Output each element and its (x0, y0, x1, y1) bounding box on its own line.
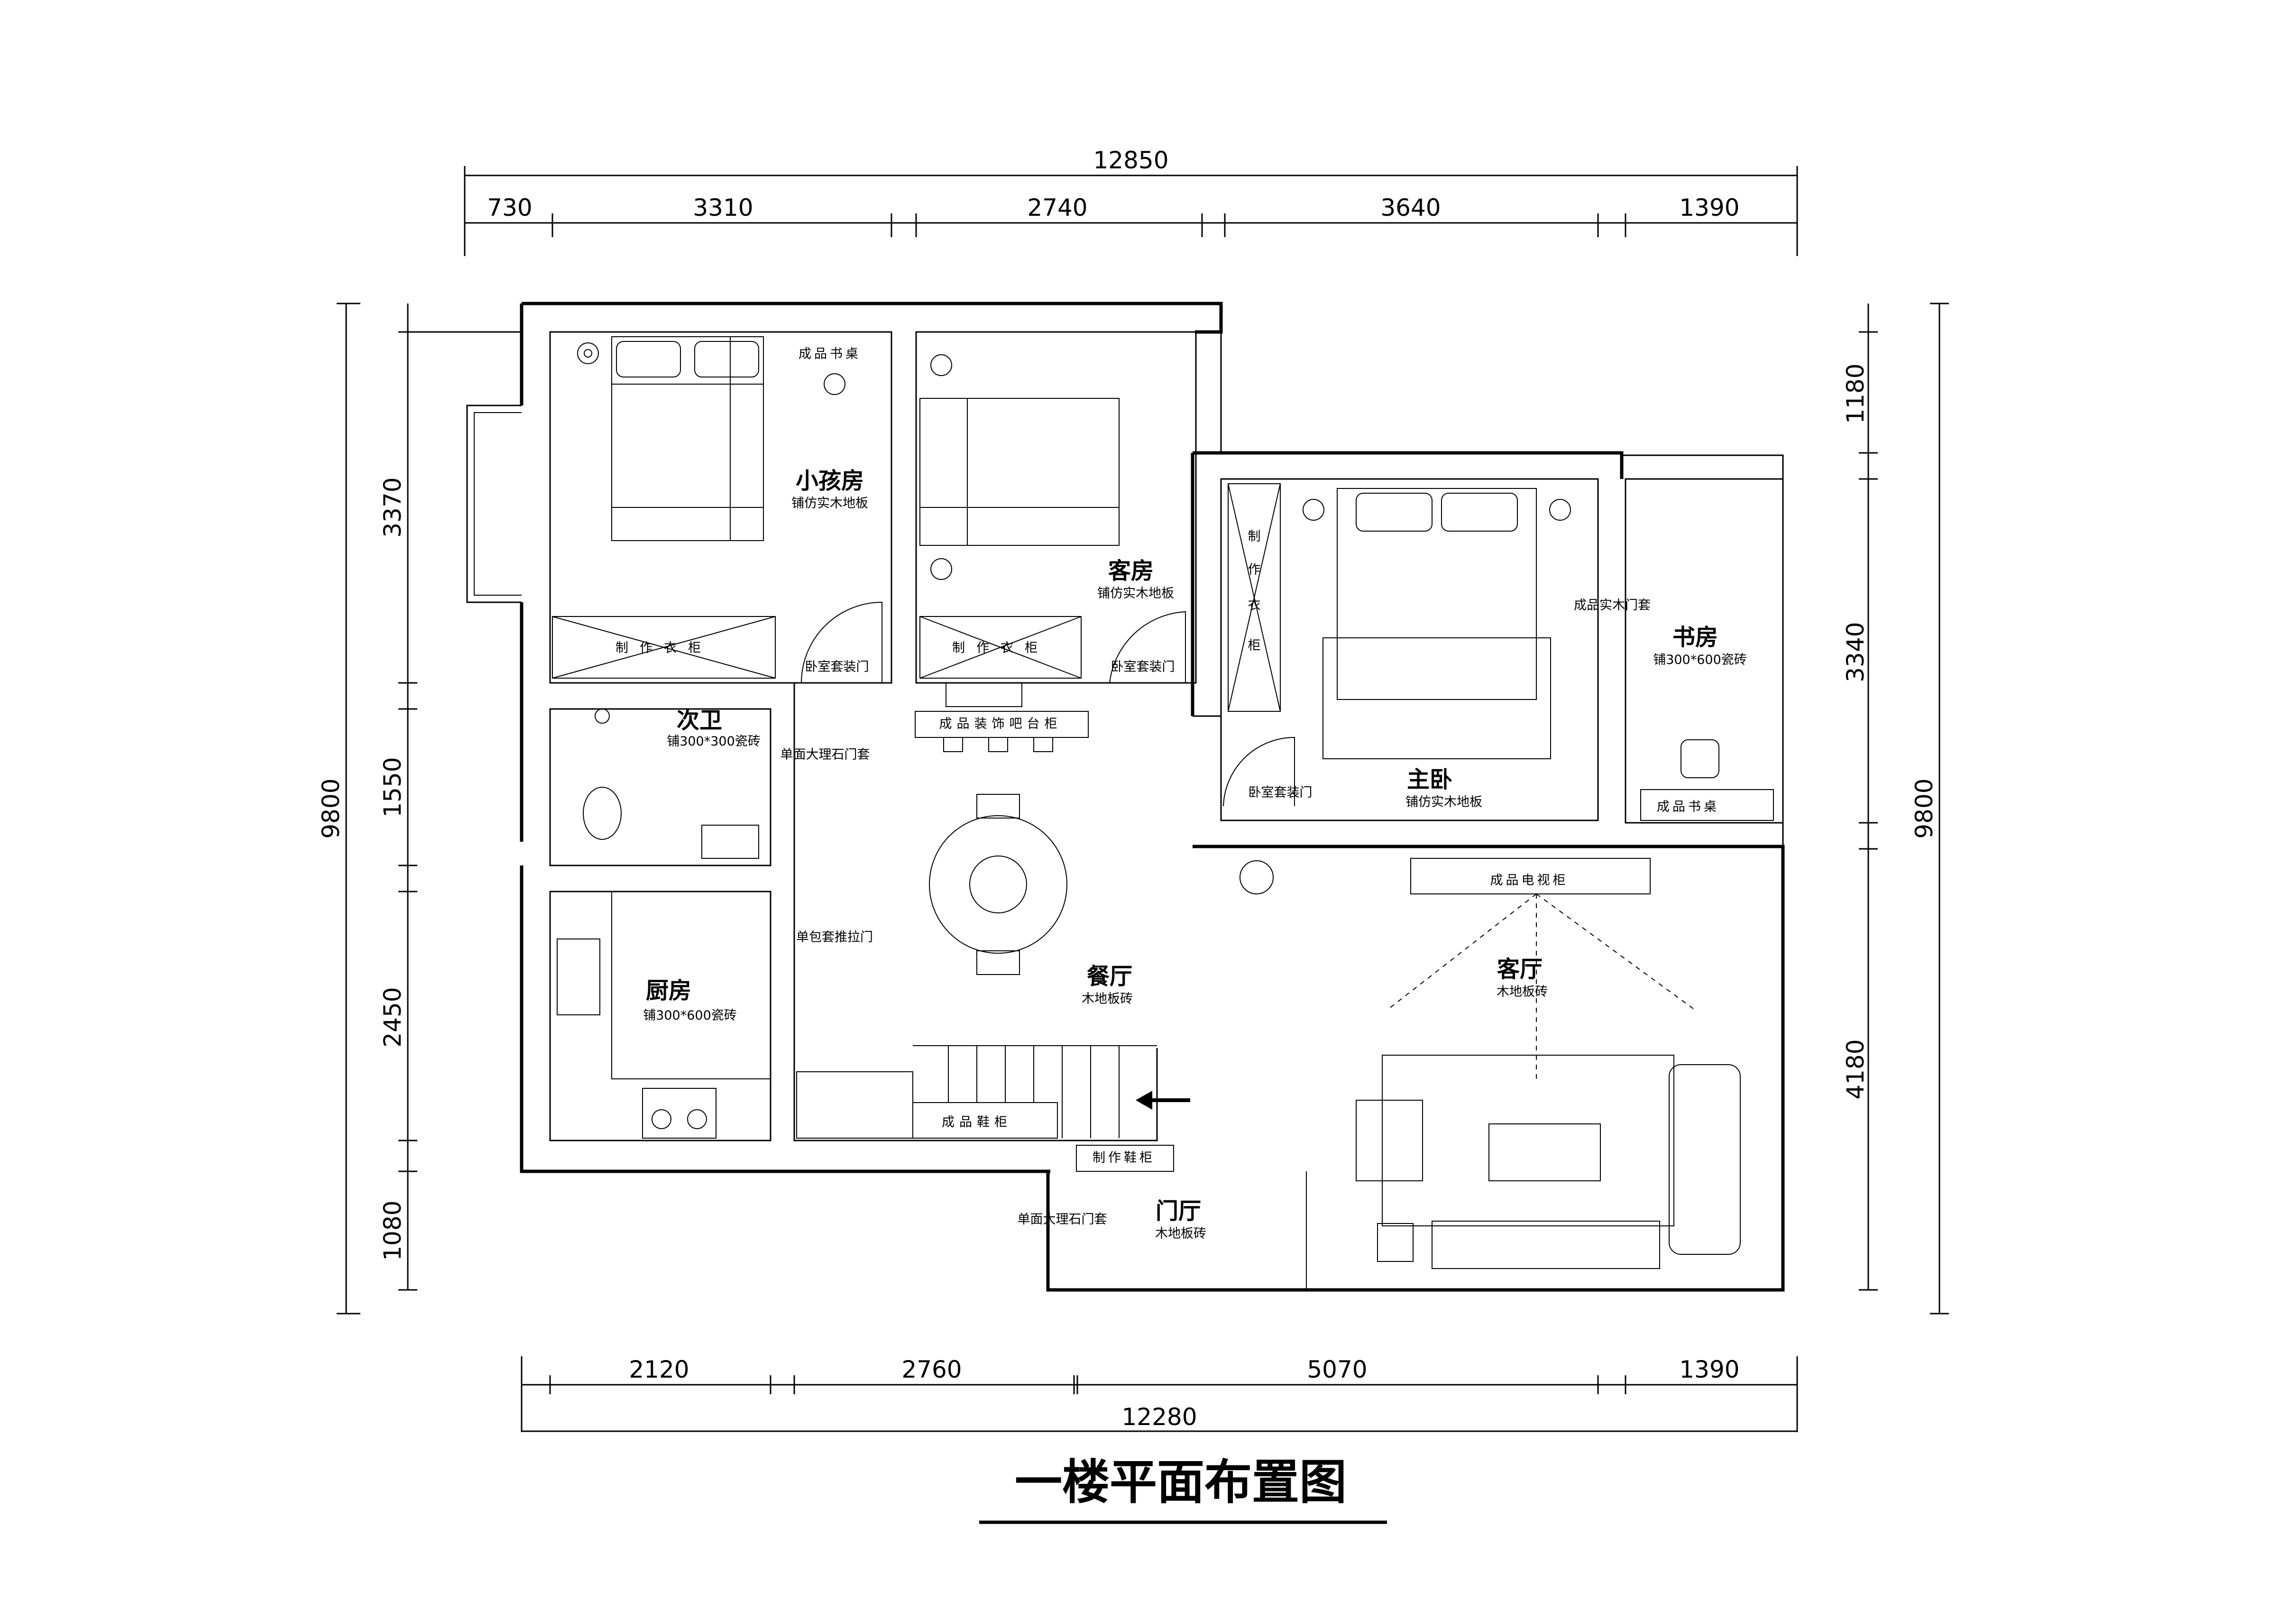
dim-top-seg: 730 (487, 194, 532, 221)
floor-note-child: 铺仿实木地板 (791, 496, 868, 511)
dim-top-seg: 2740 (1027, 194, 1087, 221)
note-door-guest: 卧室套装门 (1111, 660, 1175, 674)
dim-left-seg: 2450 (379, 987, 406, 1047)
floor-note-guest: 铺仿实木地板 (1097, 586, 1174, 601)
room-label-foyer: 门厅 (1156, 1198, 1201, 1224)
note-desk-child: 成品书桌 (799, 347, 861, 361)
dim-top-seg: 1390 (1679, 194, 1739, 221)
floor-note-dining: 木地板砖 (1082, 992, 1133, 1006)
room-label-study: 书房 (1672, 624, 1718, 651)
floor-note-bath: 铺300*300瓷砖 (667, 734, 761, 749)
note-tv-cabinet: 成品电视柜 (1490, 873, 1569, 888)
note-door-study: 成品实木门套 (1574, 598, 1651, 613)
note-sliding-door: 单包套推拉门 (796, 930, 873, 945)
room-label-master: 主卧 (1407, 766, 1452, 793)
dim-right-total: 9800 (1910, 778, 1938, 838)
room-label-kitchen: 厨房 (646, 977, 691, 1004)
note-door-child: 卧室套装门 (805, 660, 869, 674)
room-label-dining: 餐厅 (1087, 963, 1132, 990)
dim-bottom-seg: 1390 (1679, 1356, 1739, 1383)
floor-note-kitchen: 铺300*600瓷砖 (643, 1008, 737, 1023)
dim-right-seg: 4180 (1842, 1039, 1869, 1099)
dim-bottom-total: 12280 (1121, 1403, 1197, 1431)
note-wardrobe-guest: 制作衣柜 (952, 641, 1049, 655)
dim-left-seg: 1550 (379, 757, 406, 817)
dim-top-seg: 3310 (693, 194, 753, 221)
note-wardrobe-master-char: 柜 (1248, 638, 1261, 653)
note-made-cabinet: 制作鞋柜 (1093, 1150, 1155, 1165)
dimension-lines (337, 166, 1949, 1432)
note-wardrobe-master-char: 制 (1248, 529, 1261, 544)
dim-right-seg: 1180 (1842, 363, 1869, 423)
note-shoe-cabinet: 成品鞋柜 (942, 1115, 1012, 1130)
dim-bottom-seg: 2120 (629, 1356, 689, 1383)
dim-right-seg: 3340 (1842, 622, 1869, 682)
dim-top-total: 12850 (1093, 147, 1168, 174)
note-bar-cabinet: 成品装饰吧台柜 (939, 717, 1062, 731)
note-wardrobe-master-char: 衣 (1248, 598, 1261, 613)
floor-note-master: 铺仿实木地板 (1405, 795, 1482, 810)
room-label-guest: 客房 (1108, 558, 1154, 584)
floor-note-study: 铺300*600瓷砖 (1653, 653, 1747, 667)
dim-left-seg: 1080 (379, 1200, 406, 1260)
dim-bottom-seg: 2760 (901, 1356, 962, 1383)
dim-left-seg: 3370 (379, 477, 406, 537)
note-wardrobe-child: 制作衣柜 (615, 641, 712, 655)
room-labels: 小孩房 铺仿实木地板 客房 铺仿实木地板 主卧 铺仿实木地板 书房 铺300*6… (643, 468, 1747, 1241)
room-label-living: 客厅 (1497, 956, 1543, 983)
dim-bottom-seg: 5070 (1307, 1356, 1367, 1383)
drawing-title: 一楼平面布置图 (1015, 1454, 1347, 1510)
dimension-labels: 12850 730 3310 2740 3640 1390 2120 2760 … (317, 147, 1938, 1431)
furniture (552, 336, 1774, 1290)
note-desk-study: 成品书桌 (1657, 800, 1719, 814)
floor-note-living: 木地板砖 (1497, 984, 1548, 999)
walls (466, 302, 1785, 1292)
annotations: 成品书桌 制作衣柜 卧室套装门 制作衣柜 卧室套装门 成品装饰吧台柜 单面大理石… (615, 347, 1719, 1227)
note-marble-foyer: 单面大理石门套 (1018, 1212, 1107, 1227)
room-label-child: 小孩房 (796, 468, 864, 494)
note-door-master: 卧室套装门 (1249, 785, 1313, 800)
room-label-bath: 次卫 (677, 707, 722, 734)
dim-left-total: 9800 (317, 778, 345, 838)
note-wardrobe-master-char: 作 (1248, 562, 1261, 577)
floor-note-foyer: 木地板砖 (1155, 1226, 1206, 1241)
note-marble-bath: 单面大理石门套 (781, 747, 870, 762)
dim-top-seg: 3640 (1380, 194, 1441, 221)
